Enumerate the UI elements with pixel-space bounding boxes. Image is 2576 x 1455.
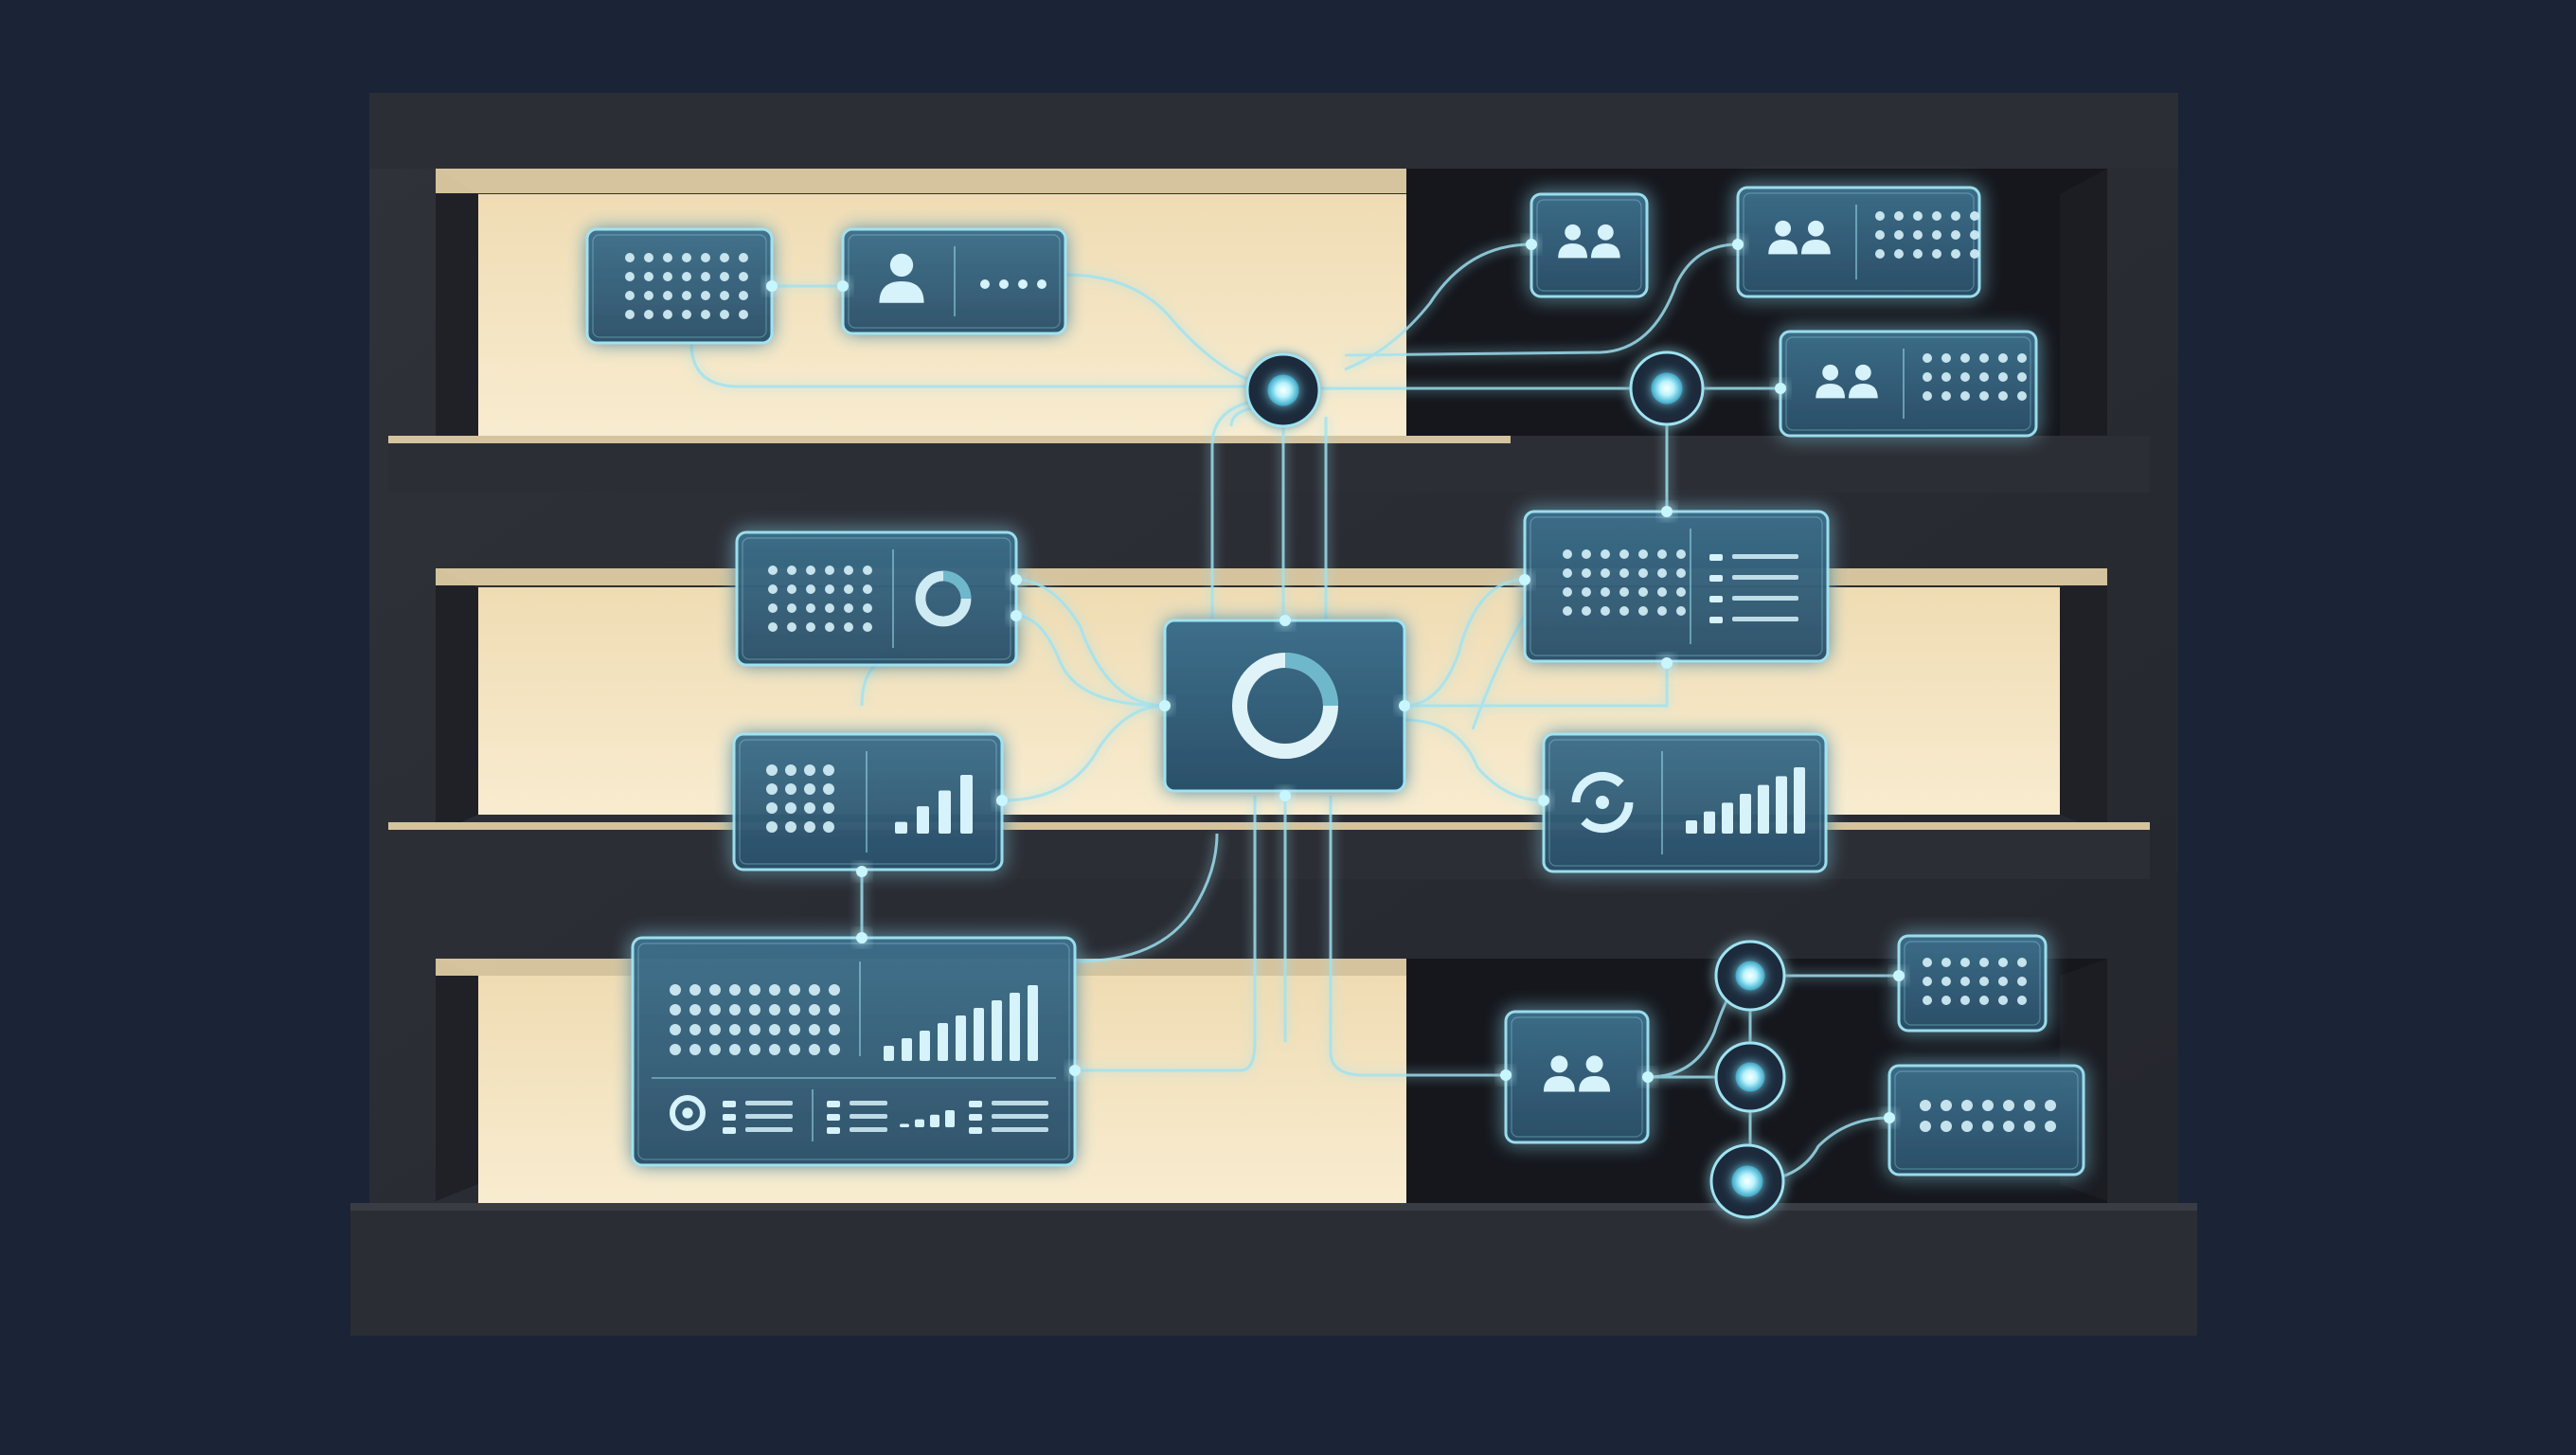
user-icon: [879, 253, 924, 303]
users-icon: [1768, 220, 1831, 255]
connector-port: [1884, 1112, 1895, 1123]
ring-icon: [1232, 653, 1338, 759]
connector: [1471, 615, 1527, 730]
hub-card: [1163, 619, 1406, 793]
connector-port: [1279, 790, 1291, 801]
dot-grid-icon: [670, 984, 840, 1055]
connector: [1344, 242, 1739, 357]
glow-node-icon: [1245, 352, 1321, 428]
connector-port: [1519, 574, 1530, 585]
users-icon: [1543, 1055, 1611, 1092]
connector-port: [1642, 1071, 1654, 1083]
connector-port: [1893, 970, 1905, 981]
card-top-users-b: [1736, 186, 1981, 298]
glow-node-icon: [1714, 940, 1786, 1012]
connector: [1404, 578, 1526, 708]
donut-icon: [915, 570, 972, 627]
dot-grid-icon: [768, 566, 872, 632]
connector-port: [1500, 1069, 1512, 1081]
connector: [1015, 578, 1166, 708]
bar-chart-icon: [895, 775, 973, 834]
bar-chart-icon: [1686, 767, 1805, 834]
connector-port: [996, 795, 1008, 806]
connector-port: [1011, 610, 1022, 621]
connector: [689, 342, 1283, 388]
connector: [1015, 614, 1166, 708]
connector: [1329, 796, 1506, 1077]
connector-port: [856, 932, 868, 943]
dot-grid-icon: [766, 764, 834, 833]
connector: [1074, 833, 1219, 963]
list-icon: [827, 1101, 887, 1134]
shelf-2-board: [388, 822, 2150, 879]
connector: [1001, 704, 1166, 802]
shelf-frame-top-edge: [369, 93, 2178, 169]
list-icon: [1709, 554, 1798, 623]
card-mid-grid-list: [1523, 510, 1830, 663]
connector: [1075, 796, 1257, 1072]
connector-port: [856, 866, 868, 877]
users-icon: [1558, 224, 1620, 259]
shelf-1-board: [388, 436, 2150, 493]
card-bottom-dashboard: [631, 936, 1077, 1167]
shelf-3-left-wall: [436, 959, 478, 1201]
card-bottom-users: [1504, 1010, 1650, 1144]
card-top-user-dots: [841, 227, 1067, 335]
card-top-users-a: [1530, 192, 1649, 298]
dot-grid-icon: [625, 253, 748, 319]
dot-grid-icon: [1920, 1100, 2056, 1132]
shelf-2-board-edge: [388, 822, 2150, 830]
glow-node-icon: [1629, 350, 1705, 426]
card-top-grid: [585, 227, 774, 345]
card-mid-grid-bars: [732, 732, 1004, 871]
shelf-1-right-wall: [2060, 169, 2107, 445]
connector-port: [1399, 700, 1410, 711]
card-top-users-c: [1779, 330, 2038, 438]
bar-chart-icon: [884, 985, 1038, 1061]
cards-layer: [585, 186, 2085, 1177]
connector-port: [1538, 795, 1549, 806]
dots-icon: [980, 279, 1046, 289]
connector-port: [766, 280, 778, 292]
nodes-layer: [766, 239, 1905, 1219]
shelf-2-top-glow: [436, 568, 2107, 585]
connector: [1404, 718, 1545, 802]
card-bottom-dots: [1887, 1064, 2085, 1177]
connector-port: [1732, 239, 1744, 250]
connector-port: [1011, 574, 1022, 585]
connector-ports: [766, 239, 1905, 1123]
connector-port: [1526, 239, 1537, 250]
card-bottom-grid-a: [1897, 934, 2048, 1033]
glow-node-icon: [1714, 1041, 1786, 1113]
dot-grid-icon: [1923, 353, 2027, 401]
shelf-2-right-wall: [2060, 568, 2107, 834]
shelf-1-top-glow: [436, 169, 1406, 193]
connector-port: [1661, 506, 1673, 517]
refresh-icon: [1571, 771, 1634, 834]
dot-grid-icon: [1923, 958, 2027, 1005]
shelf-2-left-wall: [436, 568, 478, 834]
list-icon: [723, 1101, 793, 1134]
shelf-base-edge: [350, 1203, 2197, 1211]
shelf-1-left-wall: [436, 169, 478, 445]
bar-chart-icon: [900, 1110, 955, 1127]
connector-port: [837, 280, 849, 292]
card-mid-refresh-bars: [1542, 732, 1828, 873]
connector-port: [1661, 657, 1673, 669]
connector-port: [1279, 615, 1291, 626]
dot-grid-icon: [1875, 211, 1979, 259]
connector-port: [1159, 700, 1171, 711]
pin-icon: [670, 1095, 706, 1131]
shelf-1-board-edge: [388, 436, 1511, 443]
connector-port: [1775, 383, 1786, 394]
shelf-base: [350, 1203, 2197, 1336]
list-icon: [969, 1101, 1048, 1134]
card-mid-grid-donut: [735, 530, 1018, 667]
connector-port: [1069, 1065, 1081, 1076]
dot-grid-icon: [1563, 549, 1686, 616]
glow-node-icon: [1709, 1143, 1785, 1219]
users-icon: [1816, 364, 1878, 399]
